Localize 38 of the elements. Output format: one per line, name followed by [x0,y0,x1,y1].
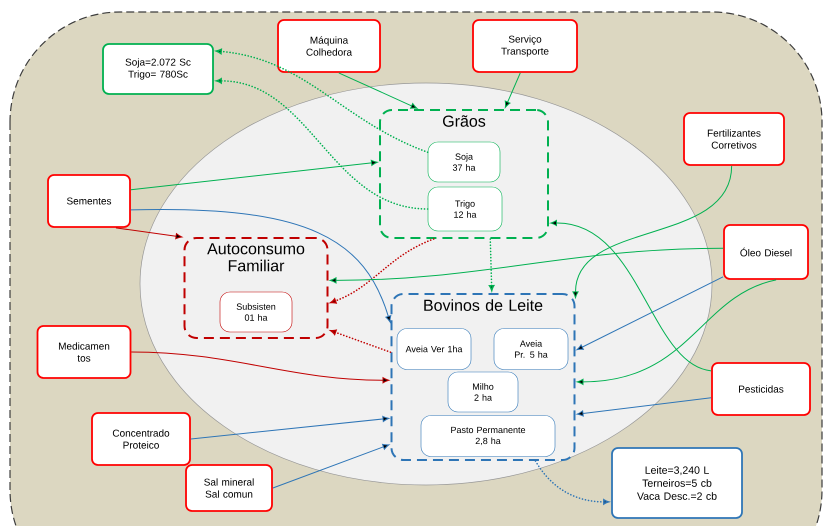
crop-box: Milho 2 ha [448,372,518,412]
arrow [576,397,712,416]
result-box: Soja=2.072 Sc Trigo= 780Sc [102,43,214,95]
arrow [216,48,428,154]
arrow [572,165,732,298]
arrow [330,238,434,304]
arrow [338,72,418,109]
input-box: Concentrado Proteico [91,412,191,466]
input-box: Medicamen tos [36,325,132,379]
crop-box: Subsisten 01 ha [220,292,292,332]
input-box: Serviço Transporte [472,19,578,73]
crop-box: Aveia Pr. 5 ha [494,328,568,370]
arrow [330,248,724,284]
crop-box: Soja 37 ha [428,142,500,182]
input-box: Fertilizantes Corretivos [683,112,785,166]
arrow [130,352,390,384]
crop-box: Trigo 12 ha [428,186,502,232]
arrow [504,72,521,108]
arrow [272,444,390,488]
arrow [488,238,494,291]
arrow [130,160,378,190]
input-box: Óleo Diesel [723,224,809,280]
arrow [130,209,392,322]
arrow [190,416,390,440]
input-box: Pesticidas [711,362,811,416]
arrow [550,220,712,372]
input-box: Sal mineral Sal comun [185,464,273,512]
arrow [576,279,777,385]
arrow [576,276,724,350]
input-box: Máquina Colhedora [277,19,381,73]
result-box: Leite=3,240 L Terneiros=5 cb Vaca Desc.=2 cb [611,447,743,519]
arrow [216,78,428,210]
crop-box: Pasto Permanente 2,8 ha [420,415,556,457]
crop-box: Aveia Ver 1ha [396,328,472,370]
input-box: Sementes [47,174,131,228]
arrow [115,227,182,240]
arrow [534,460,610,505]
arrow [330,330,392,353]
